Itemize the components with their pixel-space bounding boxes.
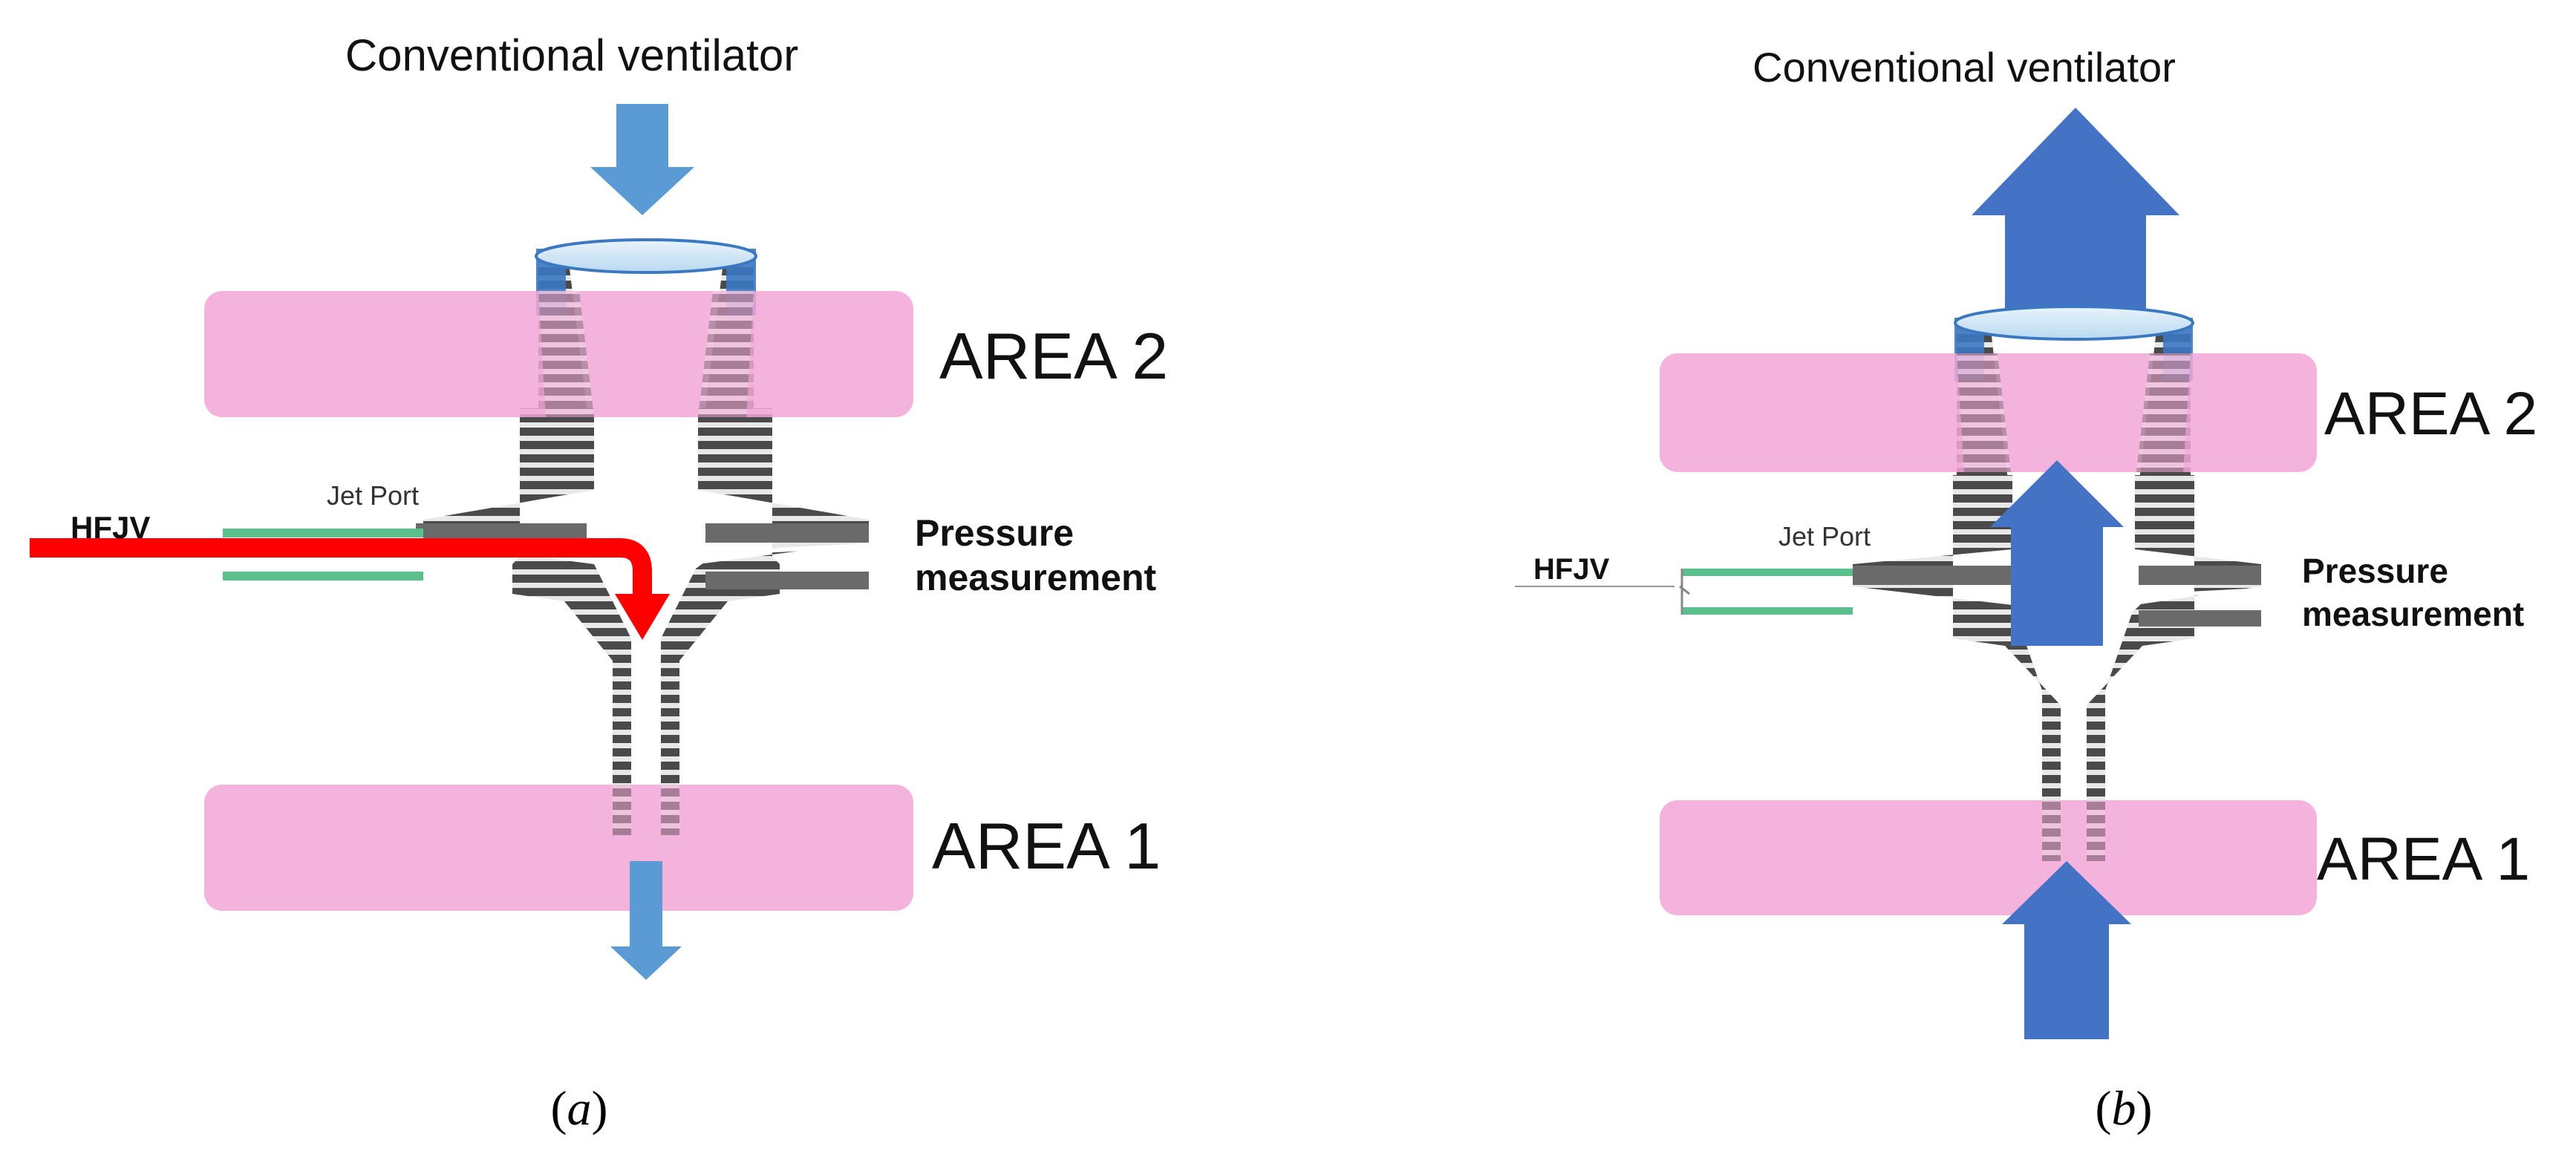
panel-a-caption: (a) [551, 1082, 608, 1136]
panel-a-ventilator-label: Conventional ventilator [345, 30, 798, 80]
panel-b-area2-label: AREA 2 [2324, 380, 2537, 448]
ventilator-down-arrow [590, 104, 694, 215]
panel-a-area1-label: AREA 1 [932, 809, 1161, 883]
panel-b-ventilator-label: Conventional ventilator [1752, 44, 2176, 91]
panel-b-caption: (b) [2096, 1082, 2153, 1136]
panel-b-hfjv-label: HFJV [1533, 553, 1610, 586]
panel-a-area2-label: AREA 2 [939, 319, 1168, 393]
inner-up-arrow [1990, 460, 2124, 646]
panel-b: Conventional ventilator [1515, 44, 2537, 1136]
jet-port-tube [1679, 569, 1853, 615]
panel-a-pressure-label-line1: Pressure [915, 512, 1074, 554]
panel-a: Conventional ventilator [30, 30, 1168, 1136]
panel-b-area1-band [1660, 800, 2317, 915]
exit-down-arrow [610, 861, 682, 980]
panel-b-area1-label: AREA 1 [2317, 825, 2530, 893]
hfjv-jet-arrow [30, 538, 652, 598]
connector-top-lens [1954, 305, 2194, 341]
panel-a-hfjv-label: HFJV [71, 510, 150, 545]
panel-a-pressure-label-line2: measurement [915, 557, 1156, 598]
panel-a-jet-port-label: Jet Port [327, 480, 419, 511]
bottom-up-arrow [2002, 861, 2131, 1039]
panel-b-pressure-label-line1: Pressure [2302, 552, 2448, 590]
panel-b-pressure-label-line2: measurement [2302, 595, 2524, 633]
panel-b-jet-port-label: Jet Port [1778, 521, 1871, 552]
connector-top-lens [535, 238, 757, 274]
hfjv-jet-arrowhead [615, 594, 670, 640]
panel-a-area1-band [204, 785, 913, 911]
ventilator-up-arrow [1972, 108, 2179, 312]
